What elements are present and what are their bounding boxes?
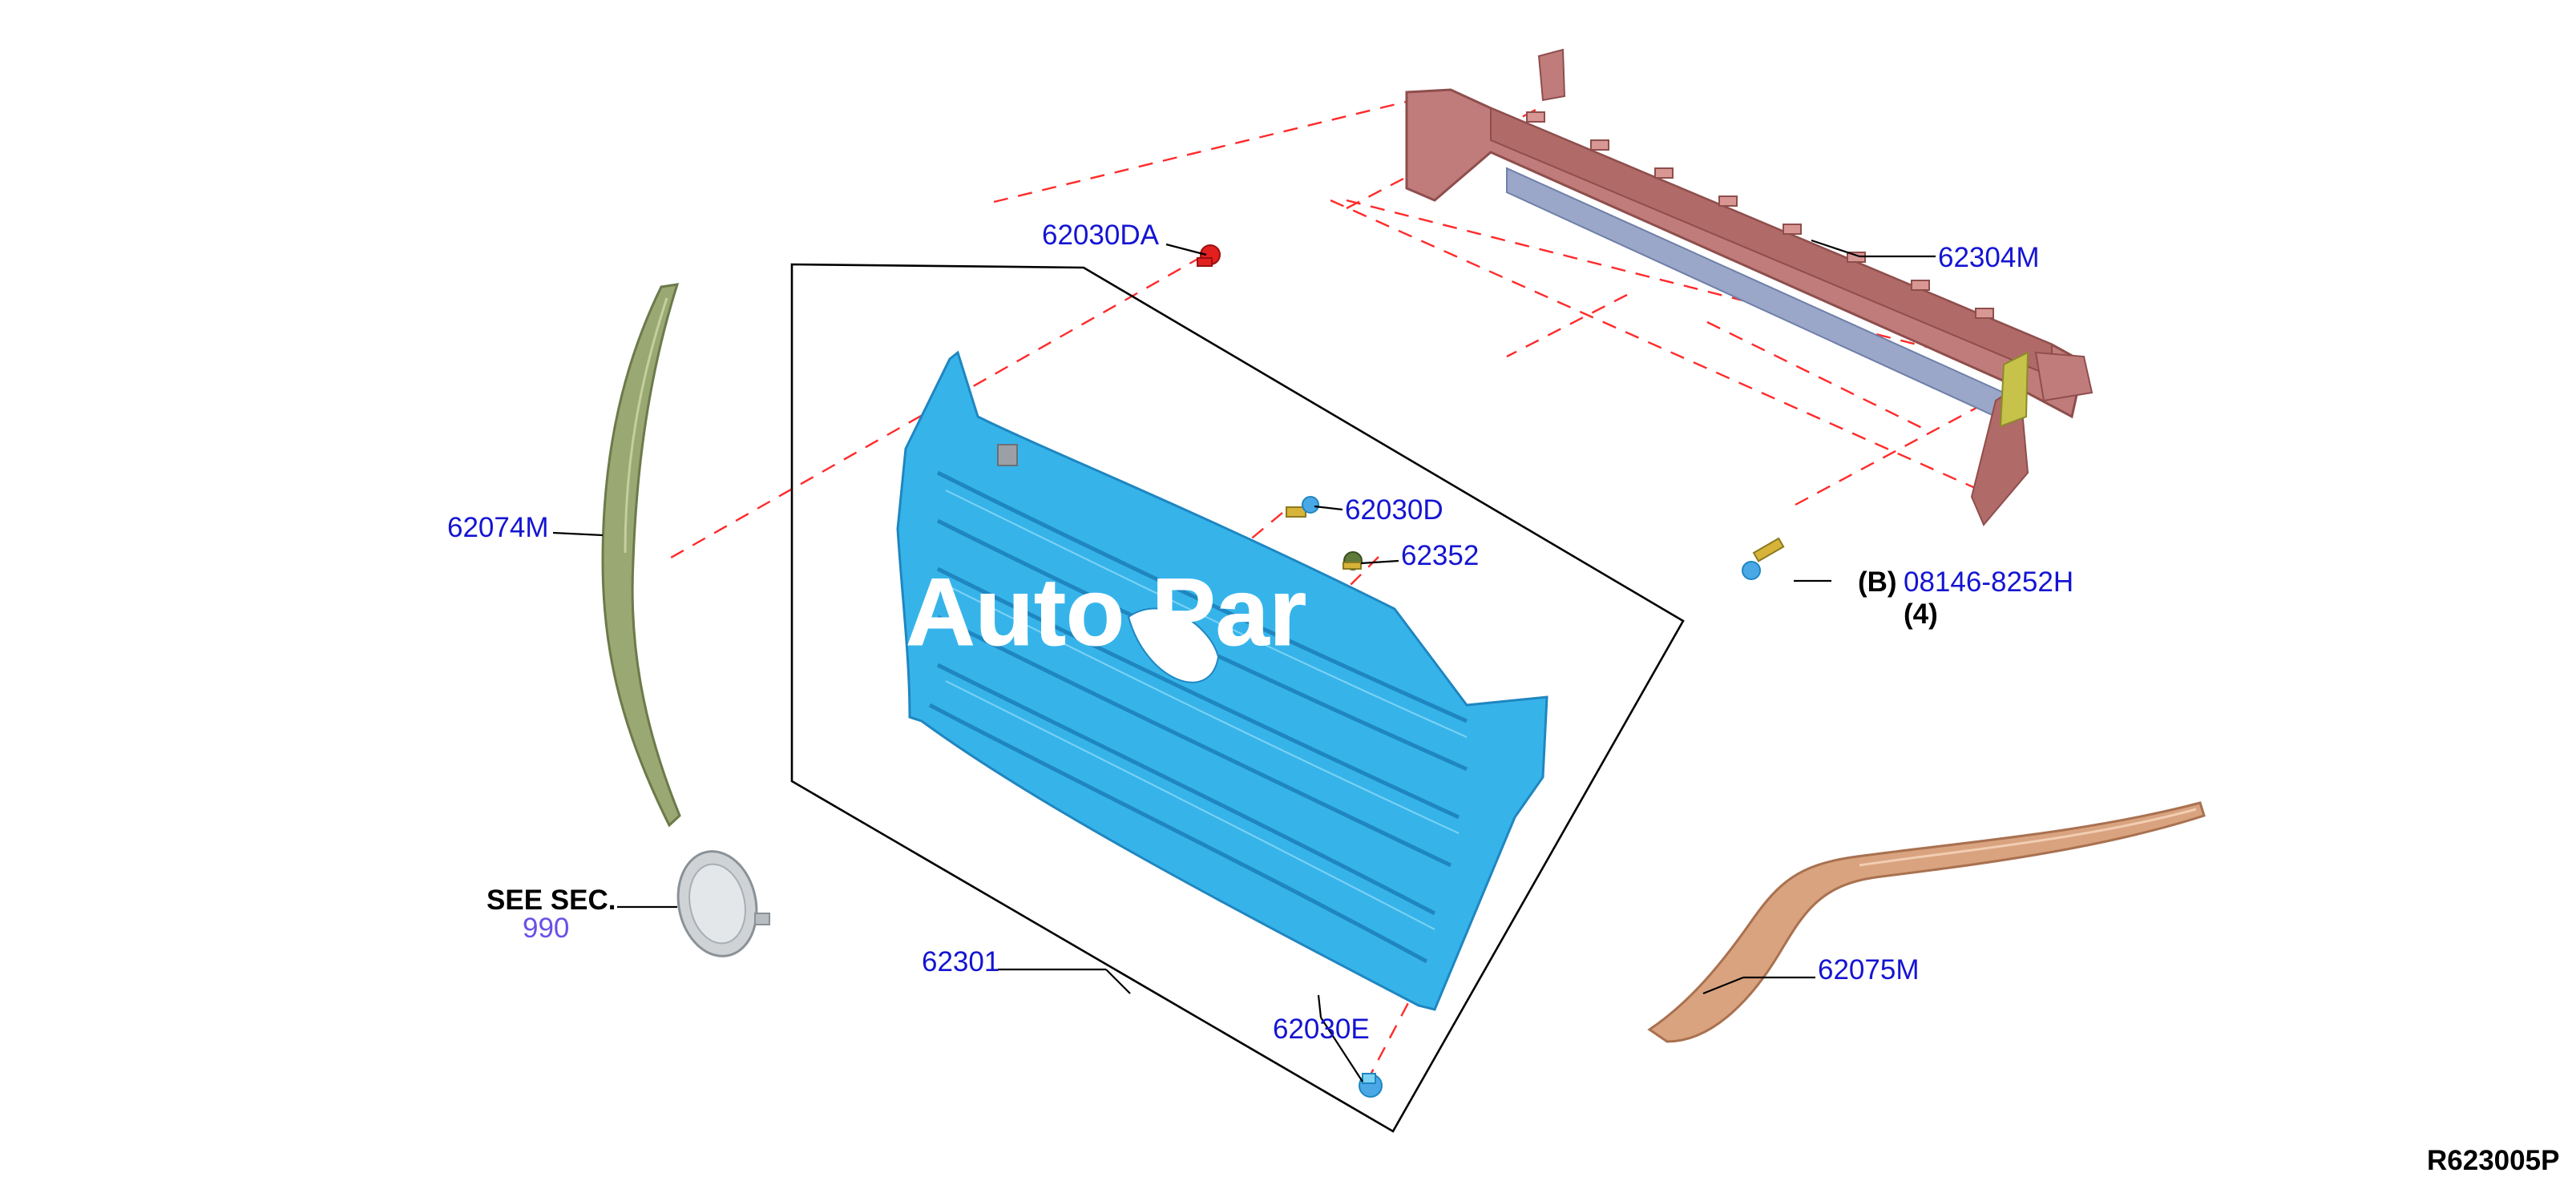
leader-lines xyxy=(552,239,1936,1082)
nut-62352[interactable] xyxy=(1343,551,1363,570)
bolt-type-marker: (B) xyxy=(1858,566,1897,598)
label-62074M[interactable]: 62074M xyxy=(447,512,548,543)
label-62352[interactable]: 62352 xyxy=(1401,540,1479,571)
screw-62030D[interactable] xyxy=(1286,496,1319,518)
bolt-quantity: (4) xyxy=(1904,599,1938,630)
front-grille[interactable] xyxy=(896,350,1548,1011)
drawing-id: R623005P xyxy=(2427,1145,2559,1176)
label-62030D[interactable]: 62030D xyxy=(1345,494,1443,526)
clip-62030E[interactable] xyxy=(1359,1073,1383,1098)
label-62030E[interactable]: 62030E xyxy=(1273,1014,1370,1045)
watermark-text: Auto Par xyxy=(906,558,1306,666)
label-62304M[interactable]: 62304M xyxy=(1938,242,2039,273)
front-emblem[interactable] xyxy=(668,844,770,963)
right-grille-molding[interactable] xyxy=(1647,801,2206,1043)
see-section-number[interactable]: 990 xyxy=(523,913,569,944)
label-62075M[interactable]: 62075M xyxy=(1818,954,1919,985)
callout-labels: 62030DA 62304M 62074M 62030D 62352 62301… xyxy=(447,220,2559,1176)
label-bolt-08146-8252H[interactable]: 08146-8252H xyxy=(1904,566,2073,598)
left-grille-molding[interactable] xyxy=(601,283,681,828)
bolt-08146-8252H[interactable] xyxy=(1742,537,1785,580)
radiator-support-upper[interactable] xyxy=(1405,48,2094,526)
label-62301[interactable]: 62301 xyxy=(922,946,999,977)
grille-frame xyxy=(790,263,1685,1133)
see-section-label[interactable]: SEE SEC. xyxy=(487,885,616,916)
label-62030DA[interactable]: 62030DA xyxy=(1042,220,1160,251)
clip-62030DA[interactable] xyxy=(1197,244,1221,267)
